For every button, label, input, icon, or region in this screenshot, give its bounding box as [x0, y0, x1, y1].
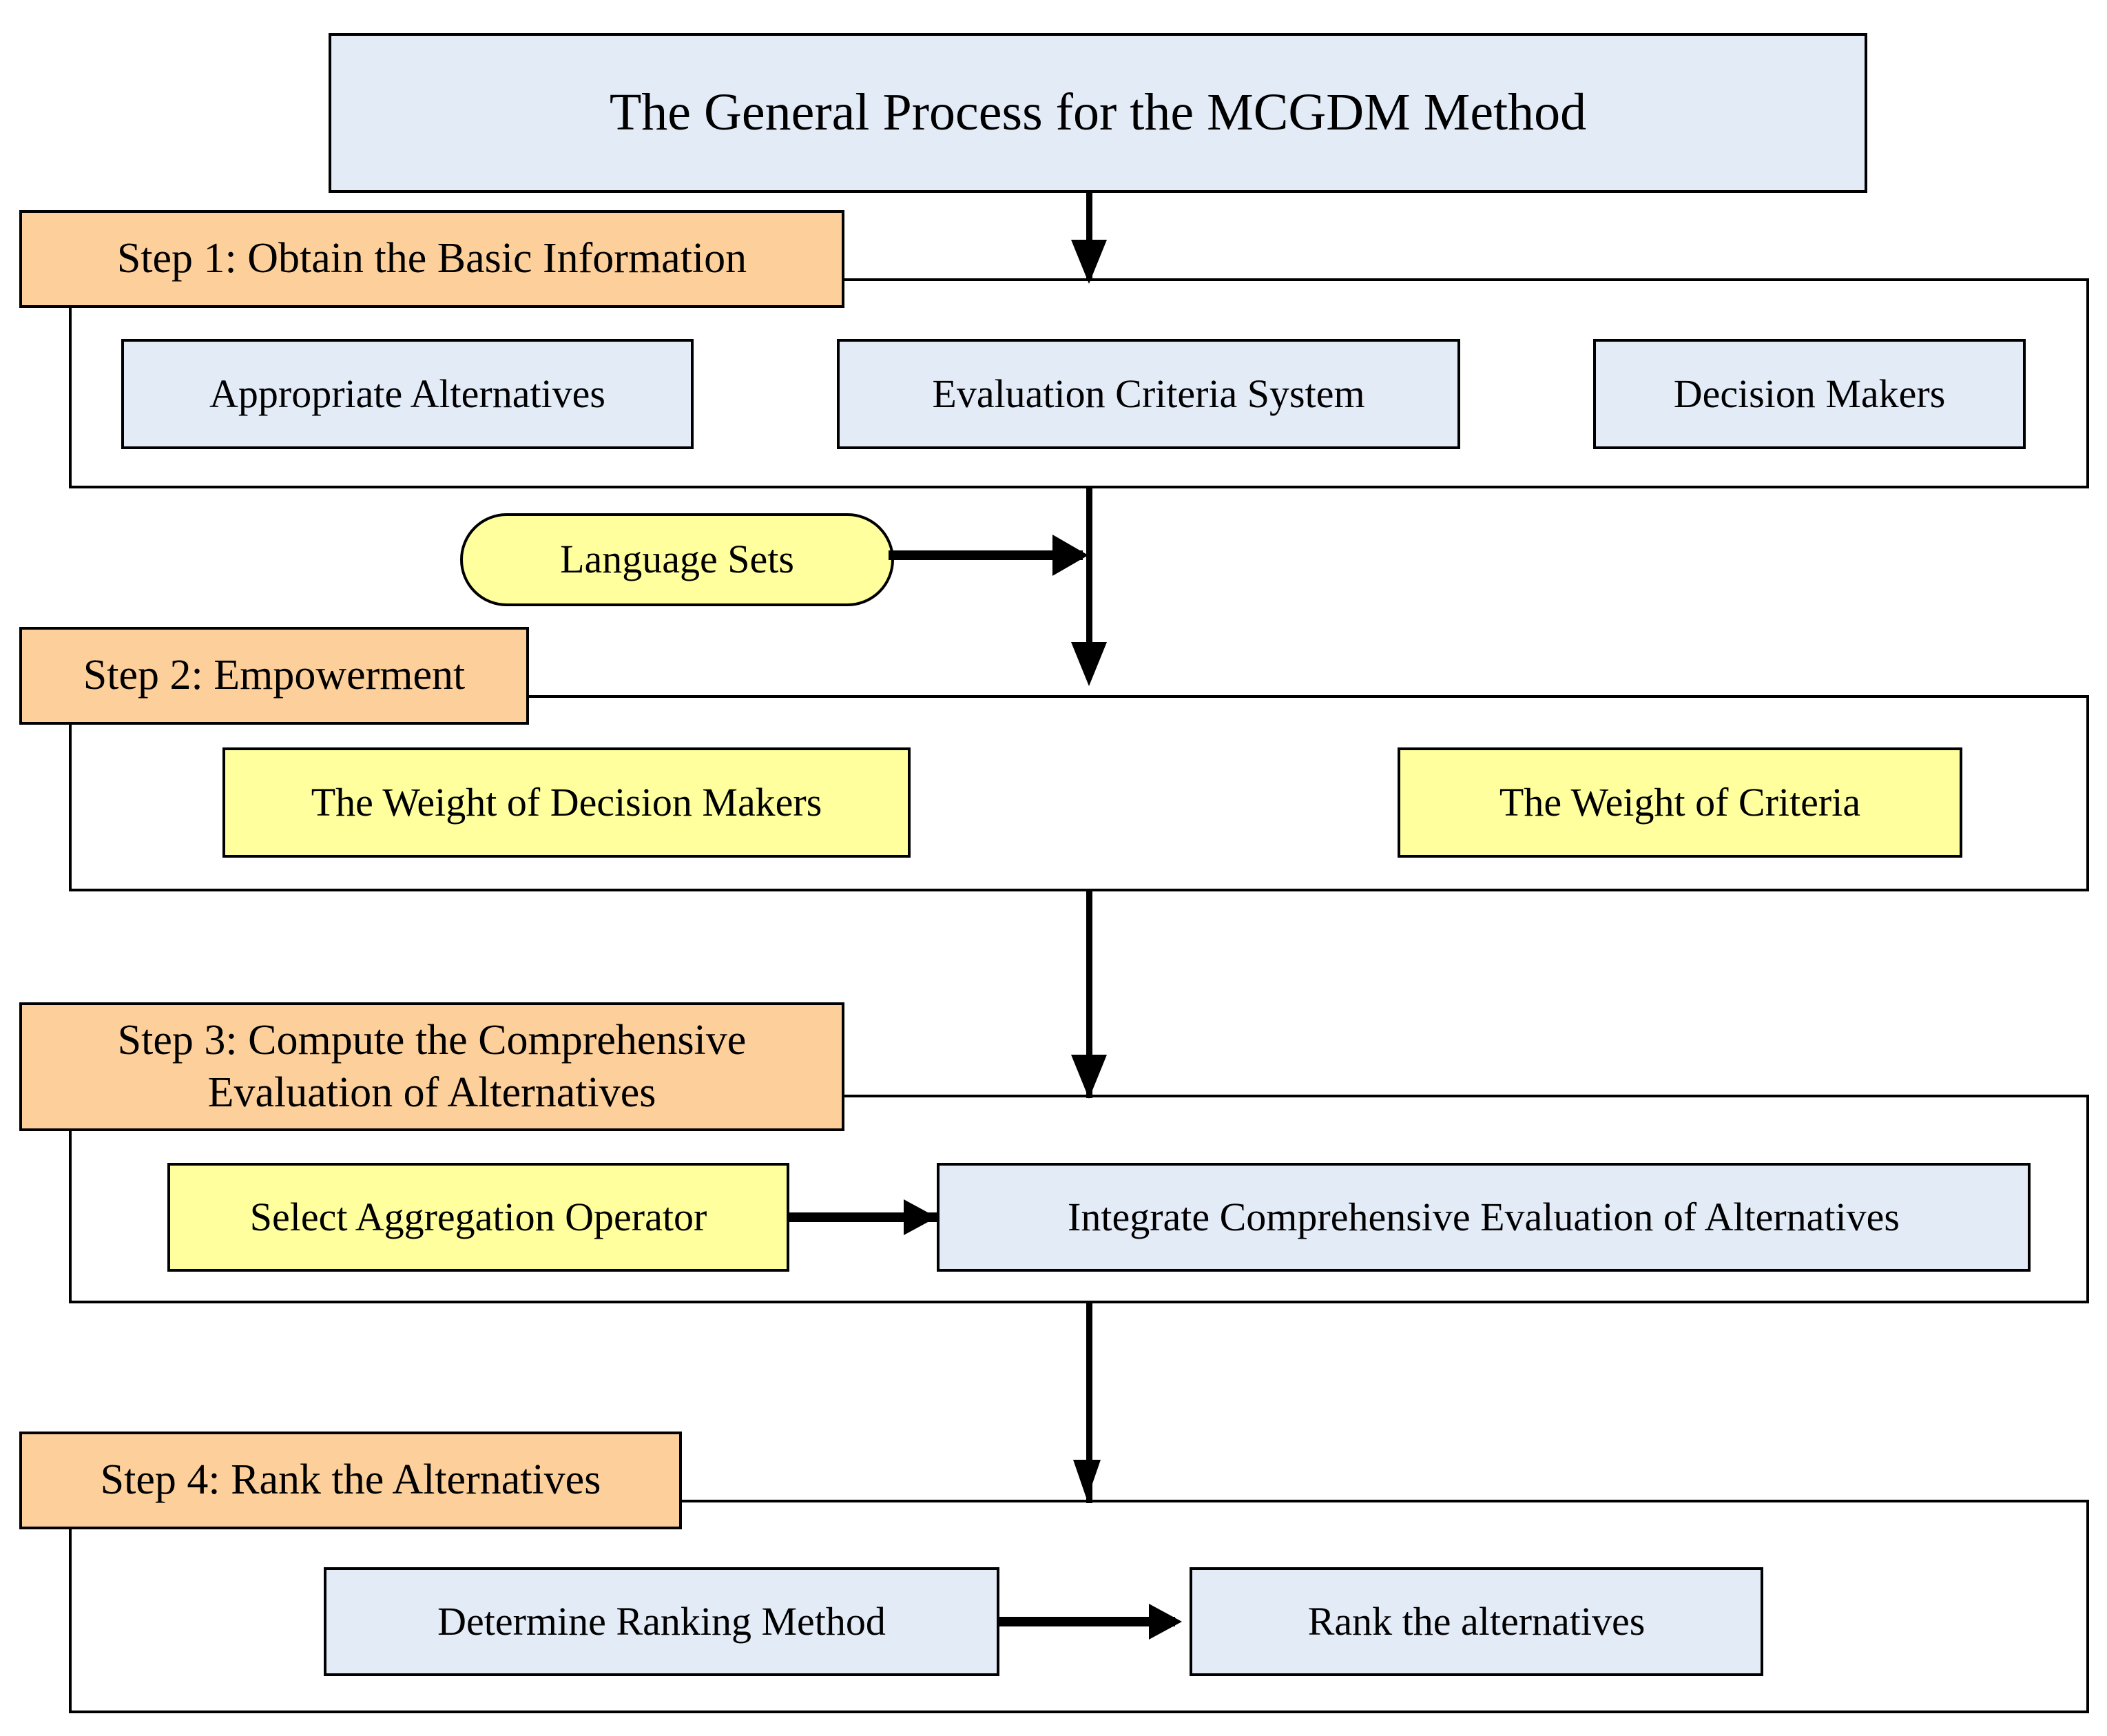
- node-label: Rank the alternatives: [1307, 1598, 1646, 1644]
- page-title: The General Process for the MCGDM Method: [609, 83, 1587, 142]
- node-language-sets[interactable]: Language Sets: [460, 513, 894, 606]
- step-3-header: Step 3: Compute the Comprehensive Evalua…: [19, 1002, 844, 1131]
- node-integrate-comprehensive-evaluation[interactable]: Integrate Comprehensive Evaluation of Al…: [937, 1163, 2031, 1272]
- node-label: Evaluation Criteria System: [932, 371, 1365, 416]
- node-decision-makers[interactable]: Decision Makers: [1593, 339, 2026, 449]
- connector-language-sets-to-spine: [889, 550, 1083, 560]
- node-label: Select Aggregation Operator: [249, 1194, 707, 1239]
- step-3-header-line2: Evaluation of Alternatives: [207, 1068, 656, 1116]
- step-2-container: [69, 695, 2089, 891]
- node-label: The Weight of Decision Makers: [311, 779, 822, 825]
- arrow-step1-to-step2-icon: [1071, 642, 1107, 686]
- connector-operator-to-integrate: [789, 1212, 937, 1222]
- step-2-header: Step 2: Empowerment: [19, 627, 529, 725]
- node-label: Appropriate Alternatives: [209, 371, 605, 416]
- connector-determine-to-rank: [999, 1617, 1175, 1626]
- connector-step2-to-step3: [1086, 891, 1092, 1098]
- arrow-determine-to-rank-icon: [1149, 1604, 1182, 1640]
- arrow-step3-to-step4-icon: [1073, 1460, 1101, 1500]
- node-label: Decision Makers: [1673, 371, 1946, 416]
- node-weight-of-decision-makers[interactable]: The Weight of Decision Makers: [222, 747, 911, 858]
- node-determine-ranking-method[interactable]: Determine Ranking Method: [324, 1567, 999, 1676]
- step-3-header-line1: Step 3: Compute the Comprehensive: [117, 1016, 747, 1064]
- node-select-aggregation-operator[interactable]: Select Aggregation Operator: [167, 1163, 789, 1272]
- step-1-header: Step 1: Obtain the Basic Information: [19, 210, 844, 308]
- arrow-step2-to-step3-icon: [1071, 1055, 1107, 1099]
- connector-step3-to-step4: [1086, 1303, 1092, 1503]
- step-4-container: [69, 1500, 2089, 1713]
- step-1-header-label: Step 1: Obtain the Basic Information: [116, 235, 747, 282]
- connector-title-to-step1: [1086, 193, 1092, 278]
- connector-step1-to-step2: [1086, 488, 1092, 674]
- diagram-title-box: The General Process for the MCGDM Method: [329, 33, 1867, 193]
- arrow-operator-to-integrate-icon: [904, 1199, 937, 1235]
- node-label: Integrate Comprehensive Evaluation of Al…: [1068, 1194, 1900, 1239]
- arrow-language-sets-icon: [1052, 535, 1088, 576]
- node-label: Language Sets: [560, 537, 794, 582]
- arrow-title-to-step1-icon: [1071, 240, 1107, 284]
- node-evaluation-criteria-system[interactable]: Evaluation Criteria System: [837, 339, 1460, 449]
- step-4-header: Step 4: Rank the Alternatives: [19, 1432, 682, 1529]
- step-2-header-label: Step 2: Empowerment: [83, 652, 466, 699]
- node-rank-the-alternatives[interactable]: Rank the alternatives: [1190, 1567, 1763, 1676]
- node-label: The Weight of Criteria: [1499, 779, 1861, 825]
- node-appropriate-alternatives[interactable]: Appropriate Alternatives: [121, 339, 694, 449]
- node-weight-of-criteria[interactable]: The Weight of Criteria: [1398, 747, 1962, 858]
- node-label: Determine Ranking Method: [437, 1598, 886, 1644]
- step-4-header-label: Step 4: Rank the Alternatives: [100, 1456, 601, 1504]
